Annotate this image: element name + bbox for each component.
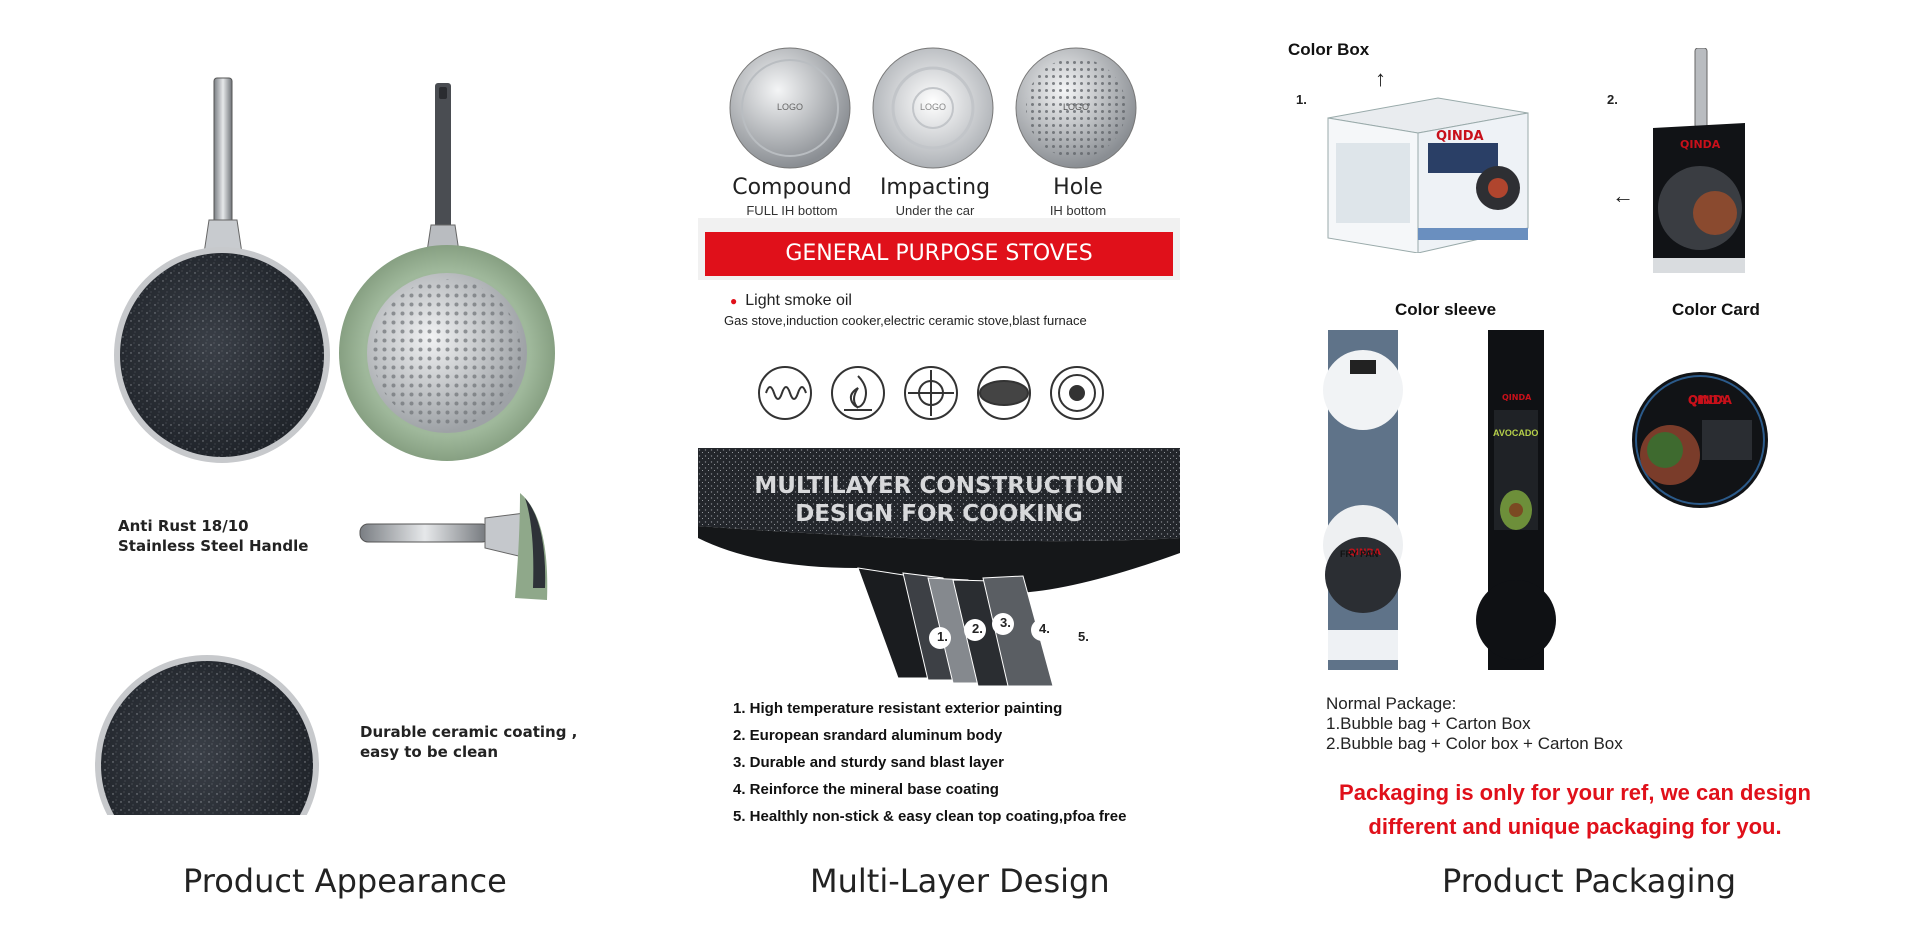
layer-num-2: 2. [972,621,983,636]
light-smoke-bullet: ● Light smoke oil [730,292,852,310]
normal-package-info: Normal Package: 1.Bubble bag + Carton Bo… [1326,694,1623,754]
left-arrow-icon: ← [1612,183,1634,208]
layer-num-5: 5. [1078,629,1089,644]
coating-label-line2: easy to be clean [360,743,499,761]
svg-text:QINDA: QINDA [1680,138,1721,151]
light-smoke-text: Light smoke oil [745,292,852,309]
color-sleeve-1-image: QINDA [1323,330,1403,670]
disc1-logo: LOGO [776,102,803,112]
construction-title: MULTILAYER CONSTRUCTION DESIGN FOR COOKI… [698,472,1180,528]
color-sleeve-label: Color sleeve [1395,300,1497,319]
disclaimer-line2: different and unique packaging for you. [1368,814,1782,839]
svg-text:QINDA: QINDA [1688,393,1733,407]
svg-text:QINDA: QINDA [1348,548,1381,558]
multilayer-construction-image [698,448,1180,688]
layer-num-4: 4. [1039,621,1050,636]
color-box-label: Color Box [1288,40,1370,59]
disc3-sub: IH bottom [1049,203,1107,218]
layer-item: 5. Healthly non-stick & easy clean top c… [733,808,1127,825]
layer-num-3: 3. [1000,615,1011,630]
disclaimer-line1: Packaging is only for your ref, we can d… [1339,780,1811,805]
sleeve1-text: FRY PAN [1340,549,1379,559]
layer-item: 1. High temperature resistant exterior p… [733,700,1063,717]
coating-label: Durable ceramic coating , easy to be cle… [360,722,577,762]
layer-item: 4. Reinforce the mineral base coating [733,781,999,798]
compound-disc-icon [729,47,851,169]
layer-list: 1. High temperature resistant exterior p… [733,700,1126,835]
handle-label-line1: Anti Rust 18/10 [118,517,249,535]
packaging-disclaimer: Packaging is only for your ref, we can d… [1290,776,1860,844]
construction-title-line1: MULTILAYER CONSTRUCTION [754,473,1124,499]
disc2-label: Impacting [879,175,991,200]
disc2-logo: LOGO [919,102,946,112]
bottom-discs-row [729,47,1137,169]
layer-num-1: 1. [937,629,948,644]
package-option-1: 1.Bubble bag + Carton Box [1326,714,1531,733]
up-arrow-icon: ↑ [1375,66,1386,91]
sage-pan-bottom-image [339,83,555,461]
flame-icon [831,366,885,420]
package-number-2: 2. [1607,92,1618,107]
blast-furnace-icon [1050,366,1104,420]
normal-package-heading: Normal Package: [1326,694,1457,713]
multilayer-title: Multi-Layer Design [810,862,1110,900]
induction-coil-icon [758,366,812,420]
impacting-disc-icon [872,47,994,169]
coating-closeup-image [95,655,319,815]
color-box-image: QINDA [1327,97,1529,253]
red-bullet-icon: ● [730,294,738,308]
stoves-banner: GENERAL PURPOSE STOVES [705,232,1173,276]
ceramic-plate-icon [977,366,1031,420]
gas-burner-icon [904,366,958,420]
color-card-image: QINDA [1632,372,1768,508]
layer-strips [857,567,1054,687]
color-box-2-image: QINDA [1653,48,1745,273]
color-sleeve-2-image: QINDA [1476,330,1556,670]
construction-title-line2: DESIGN FOR COOKING [795,501,1083,527]
granite-pan-image [114,77,330,463]
brand-logo: QINDA [1688,393,1727,407]
svg-text:QINDA: QINDA [1436,129,1484,144]
handle-label: Anti Rust 18/10 Stainless Steel Handle [118,516,308,556]
disc2-sub: Under the car [895,203,975,218]
package-number-1: 1. [1296,92,1307,107]
disc1-sub: FULL IH bottom [746,203,838,218]
disc1-label: Compound [732,175,852,200]
disc3-logo: LOGO [1062,102,1089,112]
layer-item: 2. European srandard aluminum body [733,727,1003,744]
sleeve2-text: AVOCADO [1493,428,1539,438]
hole-disc-icon [1015,47,1137,169]
stove-icons-row [758,366,1104,420]
handle-closeup-image [359,493,548,600]
stoves-line: Gas stove,induction cooker,electric cera… [724,313,1087,328]
layer-item: 3. Durable and sturdy sand blast layer [733,754,1004,771]
package-option-2: 2.Bubble bag + Color box + Carton Box [1326,734,1623,753]
appearance-title: Product Appearance [183,862,507,900]
svg-text:QINDA: QINDA [1502,393,1532,402]
color-card-label: Color Card [1672,300,1760,319]
coating-label-line1: Durable ceramic coating , [360,723,578,741]
packaging-title: Product Packaging [1442,862,1737,900]
disc3-label: Hole [1053,175,1103,200]
handle-label-line2: Stainless Steel Handle [118,537,309,555]
